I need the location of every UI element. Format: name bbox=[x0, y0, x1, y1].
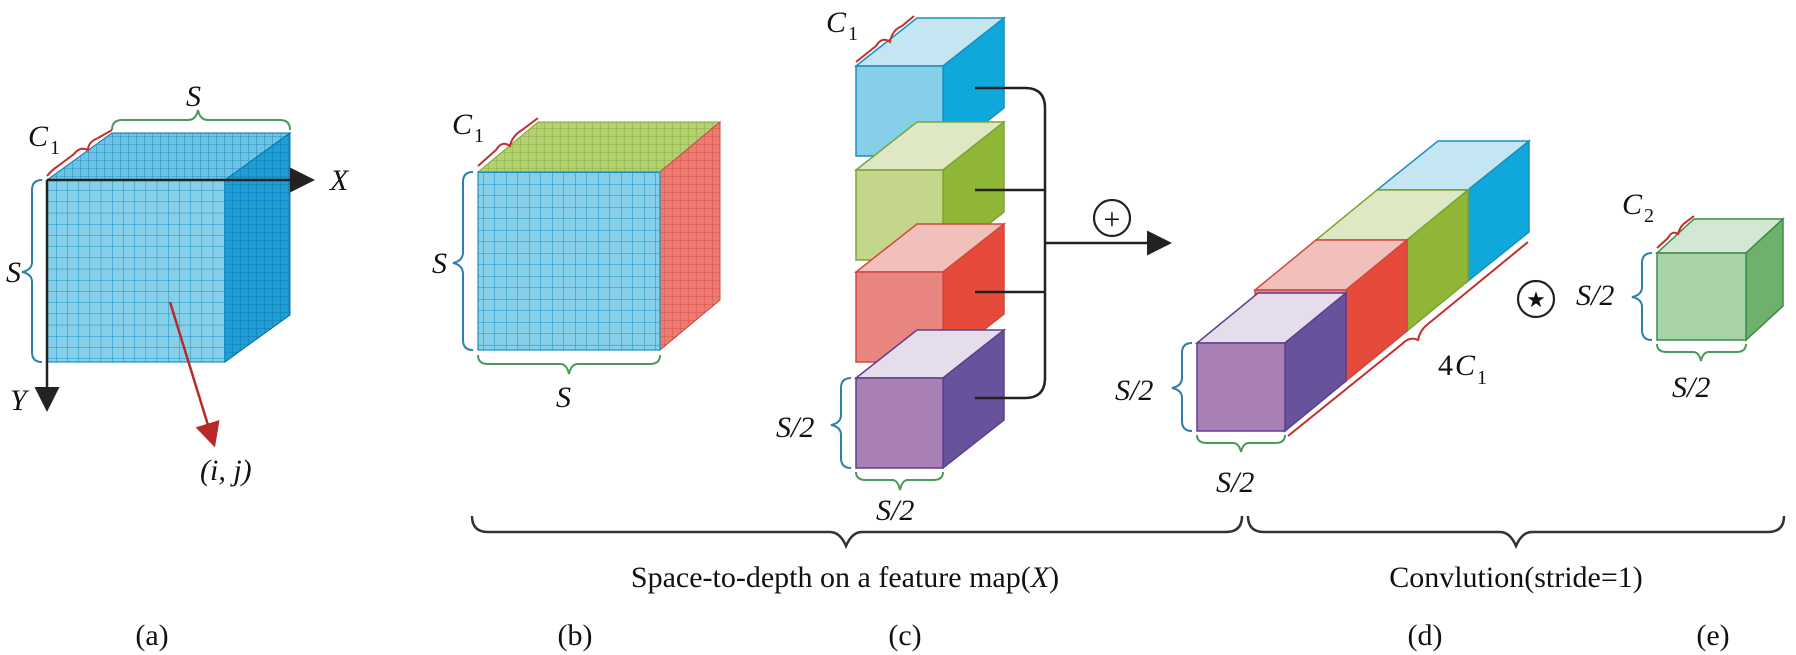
brace-convolution bbox=[1246, 515, 1786, 550]
label-d-four: 4 bbox=[1438, 349, 1453, 382]
cube-a bbox=[45, 132, 292, 363]
concat-icon: + bbox=[1092, 198, 1132, 238]
label-b-s-left: S bbox=[432, 247, 447, 280]
brace-c-c1 bbox=[855, 15, 915, 63]
panel-label-e: (e) bbox=[1696, 619, 1729, 652]
cube-b bbox=[476, 120, 722, 352]
label-b-s-bottom: S bbox=[556, 381, 571, 414]
label-b-c1-sub: 1 bbox=[474, 125, 484, 147]
label-d-s2-bottom: S/2 bbox=[1216, 466, 1254, 499]
caption-convolution: Convlution(stride=1) bbox=[1389, 561, 1643, 594]
label-a-s-top: S bbox=[186, 80, 201, 113]
panel-label-d: (d) bbox=[1408, 619, 1443, 652]
brace-d-s2-bottom bbox=[1196, 434, 1286, 453]
label-a-c1: C bbox=[28, 120, 49, 153]
brace-a-c1 bbox=[46, 129, 113, 177]
label-c-c1: C bbox=[826, 6, 847, 39]
label-e-c2: C bbox=[1622, 188, 1643, 221]
brace-c-s2-bottom bbox=[855, 471, 944, 491]
label-e-s2-bottom: S/2 bbox=[1672, 371, 1710, 404]
label-d-c1: C bbox=[1455, 349, 1476, 382]
cube-b-front bbox=[477, 171, 661, 351]
x-axis-label: X bbox=[329, 164, 350, 197]
label-e-s2-left: S/2 bbox=[1576, 279, 1614, 312]
label-d-s2-left: S/2 bbox=[1115, 374, 1153, 407]
ij-pointer-arrow bbox=[168, 301, 220, 448]
row-d bbox=[1194, 139, 1532, 433]
brace-c-s2-left bbox=[830, 377, 852, 469]
brace-a-s-left bbox=[21, 179, 43, 363]
convolution-icon: ★ bbox=[1516, 279, 1556, 319]
stack-c bbox=[853, 16, 1007, 470]
brace-d-4c1 bbox=[1287, 241, 1529, 437]
label-b-c1: C bbox=[452, 108, 473, 141]
brace-e-s2-left bbox=[1631, 252, 1653, 341]
cube-a-front bbox=[46, 179, 226, 363]
brace-a-s-top bbox=[111, 109, 291, 131]
concat-icon-glyph: + bbox=[1104, 203, 1121, 236]
label-c-s2-left: S/2 bbox=[776, 411, 814, 444]
label-c-s2-bottom: S/2 bbox=[876, 494, 914, 527]
panel-label-c: (c) bbox=[888, 619, 921, 652]
cube-e bbox=[1655, 217, 1785, 342]
concat-connector bbox=[975, 86, 1172, 400]
brace-d-s2-left bbox=[1171, 342, 1193, 432]
label-e-c2-sub: 2 bbox=[1644, 205, 1654, 227]
panel-label-b: (b) bbox=[558, 619, 593, 652]
y-axis-label: Y bbox=[10, 384, 30, 417]
brace-b-c1 bbox=[477, 117, 539, 167]
ij-label: (i, j) bbox=[200, 454, 252, 487]
brace-e-c2 bbox=[1656, 215, 1695, 249]
convolution-icon-glyph: ★ bbox=[1526, 287, 1546, 312]
brace-space-to-depth bbox=[470, 515, 1244, 550]
cube-c-purple bbox=[853, 328, 1007, 470]
caption-space-to-depth: Space-to-depth on a feature map(X) bbox=[631, 561, 1059, 594]
label-a-c1-sub: 1 bbox=[50, 137, 60, 159]
panel-label-a: (a) bbox=[135, 619, 168, 652]
brace-e-s2-bottom bbox=[1656, 343, 1747, 362]
label-a-s-left: S bbox=[6, 256, 21, 289]
brace-b-s-bottom bbox=[477, 354, 661, 375]
brace-b-s-left bbox=[452, 171, 474, 351]
label-d-c1-sub: 1 bbox=[1477, 367, 1487, 389]
cube-d-purple bbox=[1194, 291, 1349, 433]
label-c-c1-sub: 1 bbox=[848, 23, 858, 45]
